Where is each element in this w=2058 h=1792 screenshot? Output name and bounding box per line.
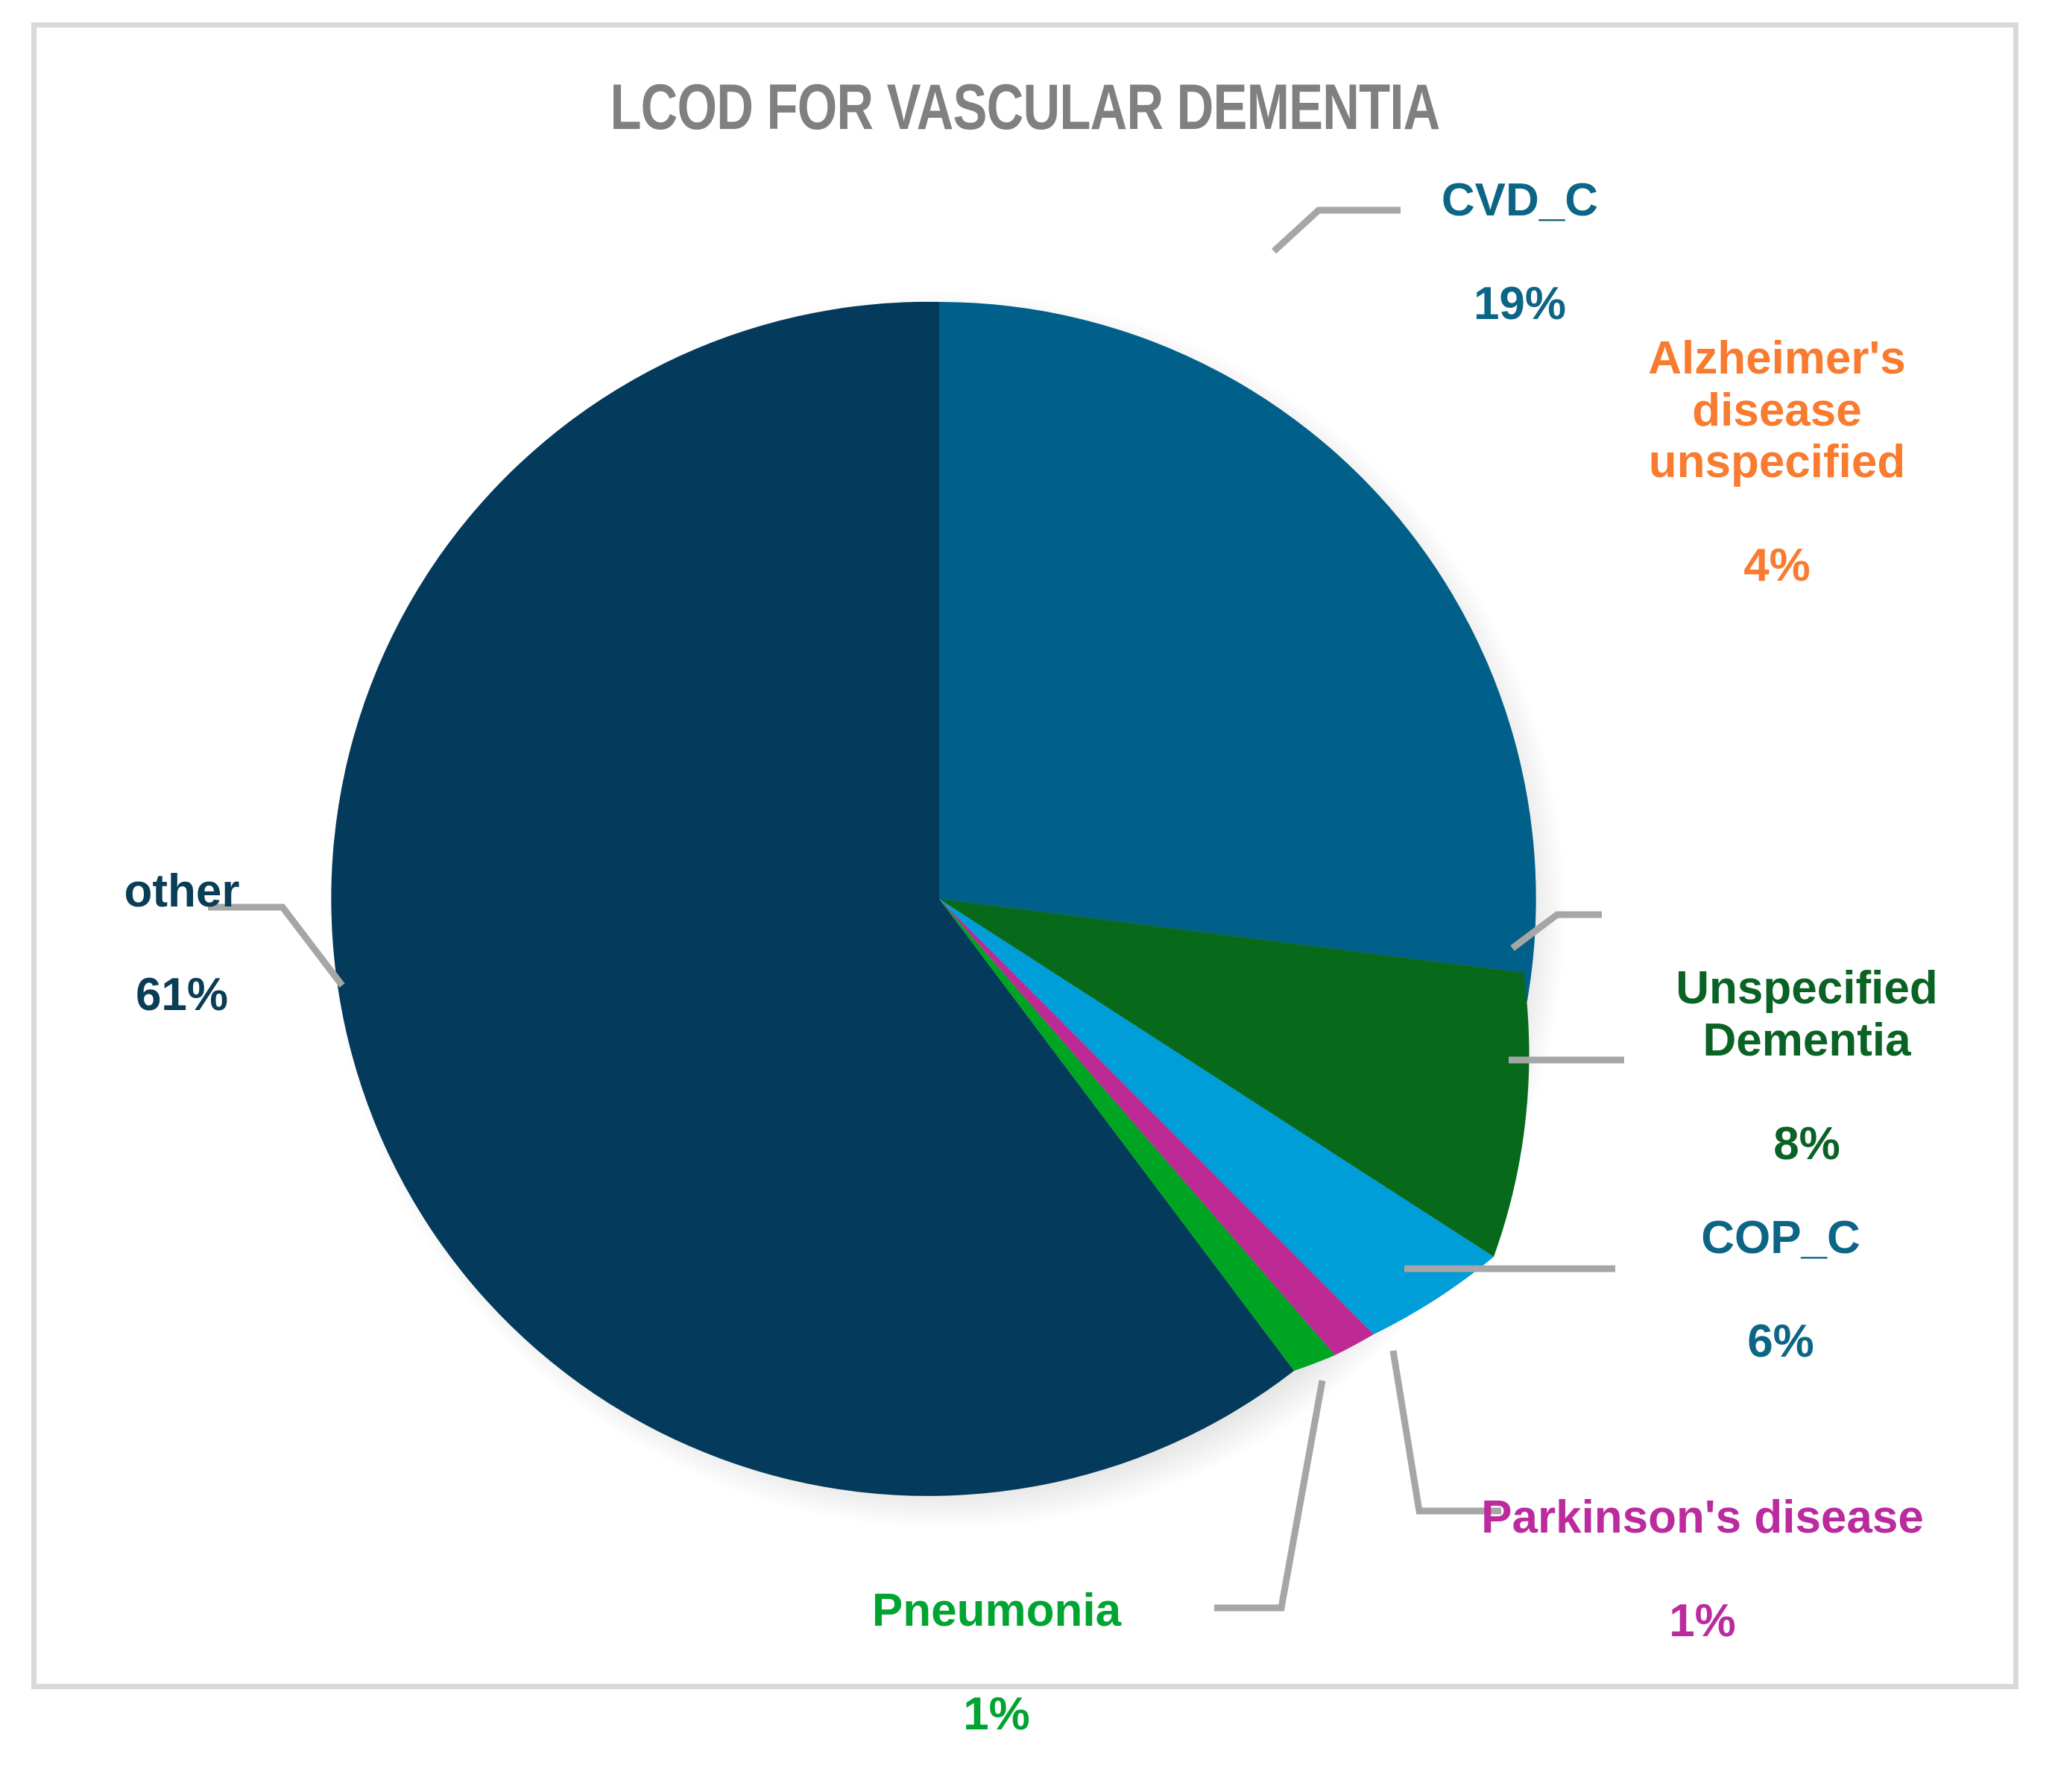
- pie-slice-parkinsons[interactable]: [939, 899, 1374, 1355]
- pie-slice-cop-c[interactable]: [939, 899, 1494, 1334]
- leader-line-alzheimers: [1510, 911, 1602, 951]
- pie-label-alzheimers: Alzheimer's disease unspecified 4%: [1568, 281, 1986, 643]
- pie-slice-cvd-c[interactable]: [939, 302, 1536, 1120]
- leader-line-pneumonia: [1214, 1380, 1326, 1612]
- pie-label-unspecified-dementia: Unspecified Dementia 8%: [1606, 911, 2008, 1222]
- pie-slice-other[interactable]: [331, 301, 1294, 1496]
- leader-line-other: [208, 903, 345, 988]
- pie-label-parkinsons: Parkinson's disease 1%: [1434, 1440, 1971, 1699]
- pie-label-cvd-c-pct: 19%: [1473, 278, 1567, 330]
- pie-label-cvd-c: CVD_C 19%: [1348, 123, 1691, 382]
- leader-line-cvd-c: [1271, 206, 1401, 254]
- pie-slice-pneumonia[interactable]: [939, 899, 1335, 1371]
- pie-label-unspecified-dementia-pct: 8%: [1773, 1117, 1840, 1170]
- pie-label-pneumonia-pct: 1%: [963, 1688, 1030, 1741]
- pie-label-pneumonia: Pneumonia 1%: [810, 1533, 1183, 1792]
- pie-label-parkinsons-pct: 1%: [1669, 1595, 1736, 1647]
- pie-label-cop-c: COP_C 6%: [1609, 1161, 1952, 1419]
- pie-slice-unspecified-dementia[interactable]: [939, 899, 1530, 1257]
- chart-frame: LCOD FOR VASCULAR DEMENTIA: [31, 22, 2018, 1740]
- pie-label-other: other 61%: [55, 814, 309, 1073]
- pie-label-alzheimers-name: Alzheimer's disease unspecified: [1648, 332, 1906, 488]
- pie-label-cvd-c-name: CVD_C: [1441, 174, 1599, 227]
- pie-label-other-pct: 61%: [135, 969, 229, 1021]
- pie-label-alzheimers-pct: 4%: [1743, 540, 1811, 592]
- pie-label-unspecified-dementia-name: Unspecified Dementia: [1676, 962, 1938, 1066]
- pie-chart: [208, 206, 1624, 1612]
- pie-label-cop-c-pct: 6%: [1747, 1316, 1814, 1368]
- pie-label-pneumonia-name: Pneumonia: [871, 1585, 1122, 1637]
- pie-label-parkinsons-name: Parkinson's disease: [1481, 1492, 1924, 1544]
- pie-label-cop-c-name: COP_C: [1701, 1212, 1860, 1264]
- leader-line-parkinsons: [1389, 1350, 1501, 1515]
- chart-title: LCOD FOR VASCULAR DEMENTIA: [610, 72, 1440, 143]
- pie-label-other-name: other: [124, 865, 240, 918]
